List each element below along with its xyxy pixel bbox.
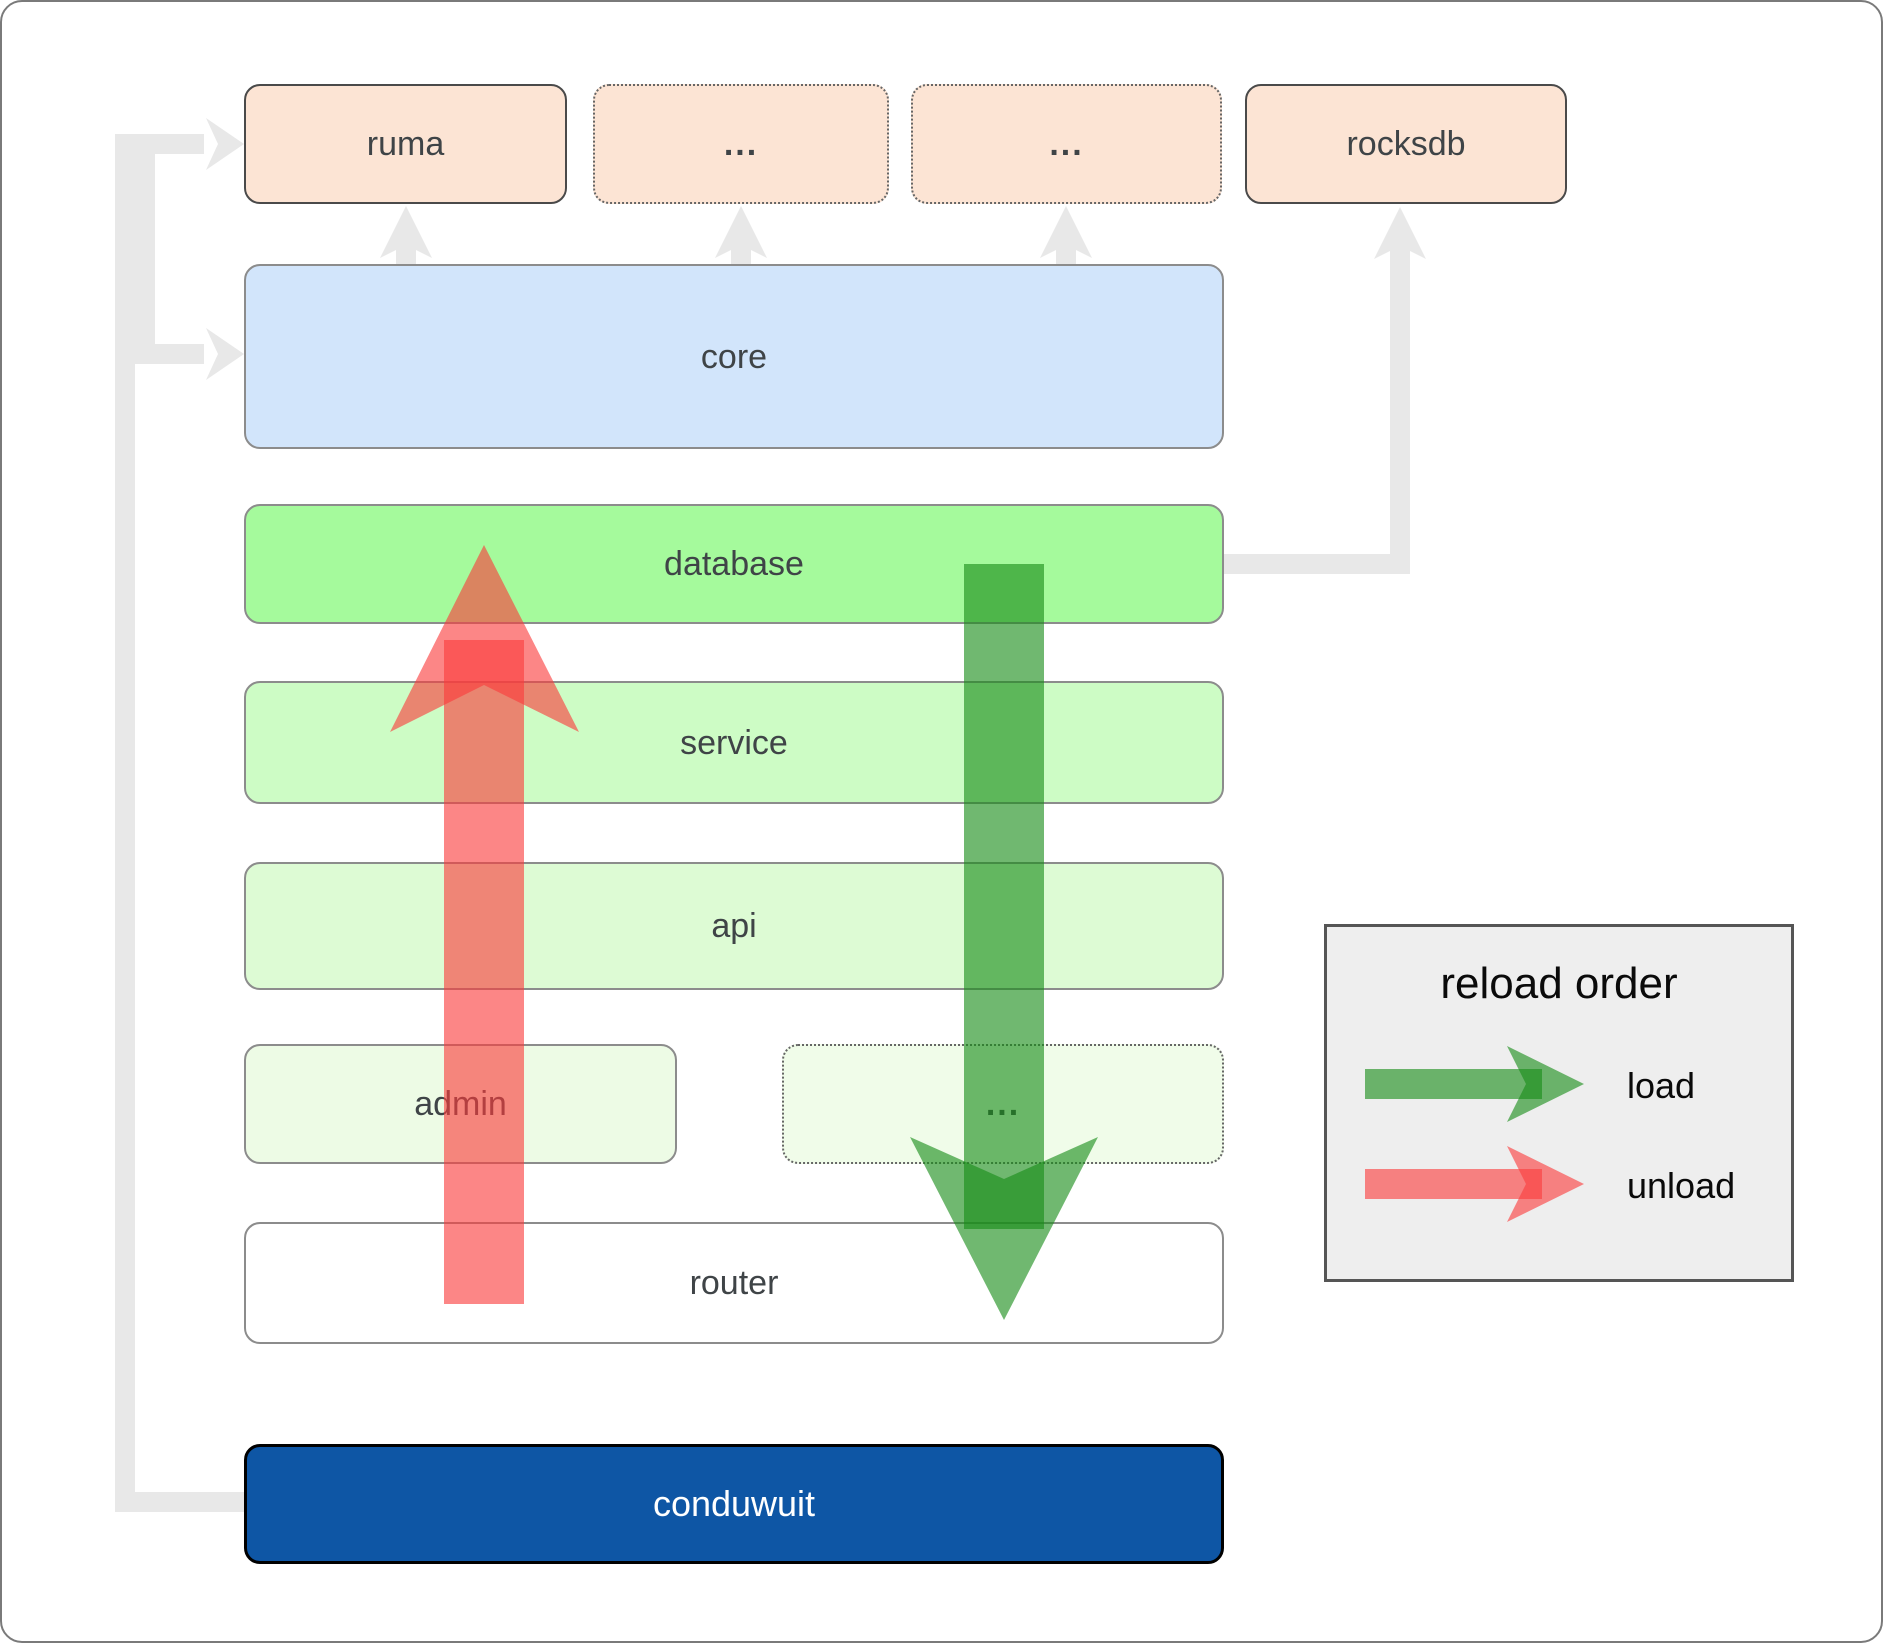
node-ellipsis-1: ...	[593, 84, 889, 204]
core-to-dots2-arrowhead-icon	[1040, 206, 1092, 258]
node-rocksdb: rocksdb	[1245, 84, 1567, 204]
ruma-label: ruma	[366, 125, 445, 163]
database-label: database	[664, 545, 804, 583]
node-admin: admin	[244, 1044, 677, 1164]
node-core: core	[244, 264, 1224, 449]
node-ellipsis-3: ...	[782, 1044, 1224, 1164]
node-database: database	[244, 504, 1224, 624]
ruma-arrowhead-icon	[206, 118, 244, 170]
ellipsis-2-label: ...	[1049, 125, 1084, 163]
node-ruma: ruma	[244, 84, 567, 204]
router-label: router	[689, 1264, 779, 1302]
core-to-dots1-arrowhead-icon	[715, 206, 767, 258]
conduwuit-label: conduwuit	[652, 1483, 816, 1524]
node-service: service	[244, 681, 1224, 804]
legend-load-arrow-icon	[1365, 1046, 1584, 1122]
conduwuit-elbow-line	[115, 1492, 244, 1512]
core-to-dots2-line	[1056, 242, 1076, 264]
core-branch-line	[135, 344, 204, 364]
database-rocksdb-vline	[1390, 246, 1410, 574]
api-label: api	[711, 907, 757, 945]
node-ellipsis-2: ...	[911, 84, 1222, 204]
core-arrowhead-icon	[206, 328, 244, 380]
database-rocksdb-hline	[1224, 554, 1410, 574]
legend-panel: reload order load unload	[1324, 924, 1794, 1282]
ellipsis-1-label: ...	[723, 125, 759, 163]
service-label: service	[680, 723, 788, 762]
trunk-line	[115, 134, 135, 1512]
legend-unload-label: unload	[1627, 1165, 1736, 1206]
core-branch-drop-line	[135, 144, 155, 354]
admin-label: admin	[414, 1085, 507, 1123]
legend-title: reload order	[1440, 959, 1678, 1008]
legend-unload-arrow-icon	[1365, 1146, 1584, 1222]
core-to-ruma-arrowhead-icon	[380, 206, 432, 258]
rocksdb-arrowhead-icon	[1374, 207, 1426, 259]
core-label: core	[700, 337, 768, 376]
ellipsis-3-label: ...	[985, 1085, 1021, 1123]
rocksdb-label: rocksdb	[1346, 125, 1466, 163]
core-to-ruma-line	[396, 242, 416, 264]
core-to-dots1-line	[731, 242, 751, 264]
legend-load-label: load	[1627, 1065, 1696, 1106]
ruma-branch-line	[115, 134, 204, 154]
node-router: router	[244, 1222, 1224, 1344]
node-conduwuit: conduwuit	[244, 1444, 1224, 1564]
node-api: api	[244, 862, 1224, 990]
